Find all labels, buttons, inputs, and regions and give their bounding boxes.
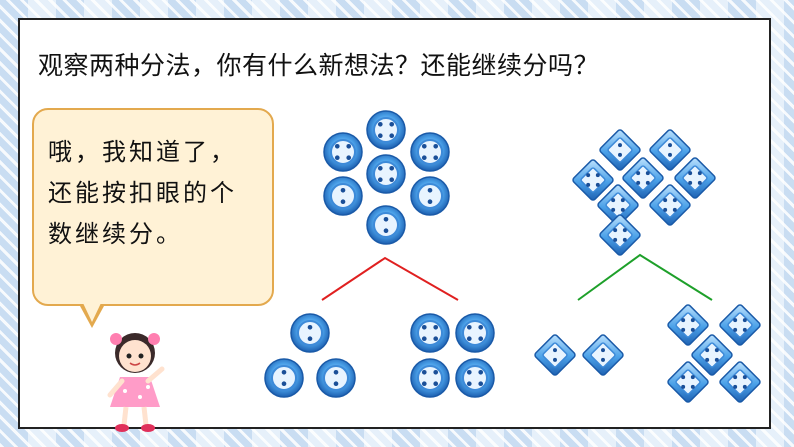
square-four-hole-button: [691, 334, 733, 376]
round-two-hole-button: [290, 313, 330, 353]
square-two-hole-button: [599, 129, 641, 171]
round-four-hole-button: [323, 132, 363, 172]
square-split-line: [577, 253, 713, 301]
round-four-hole-button: [410, 358, 450, 398]
speech-text: 哦，我知道了，还能按扣眼的个数继续分。: [48, 138, 237, 248]
round-two-hole-button: [323, 176, 363, 216]
square-four-hole-button: [667, 361, 709, 403]
square-four-hole-button: [622, 157, 664, 199]
square-four-hole-button: [667, 304, 709, 346]
speech-bubble: 哦，我知道了，还能按扣眼的个数继续分。: [32, 108, 274, 306]
round-two-hole-button: [264, 358, 304, 398]
square-four-hole-button: [719, 361, 761, 403]
speech-bubble-tail-fill: [83, 303, 101, 322]
round-four-hole-button: [455, 358, 495, 398]
round-four-hole-button: [410, 132, 450, 172]
round-split-line: [321, 256, 459, 301]
square-four-hole-button: [674, 157, 716, 199]
square-four-hole-button: [572, 159, 614, 201]
girl-illustration: [107, 333, 165, 432]
square-two-hole-button: [649, 129, 691, 171]
square-four-hole-button: [597, 184, 639, 226]
square-four-hole-button: [599, 214, 641, 256]
square-two-hole-button: [582, 334, 624, 376]
square-four-hole-button: [719, 304, 761, 346]
round-four-hole-button: [366, 154, 406, 194]
square-two-hole-button: [534, 334, 576, 376]
round-four-hole-button: [366, 110, 406, 150]
square-four-hole-button: [649, 184, 691, 226]
question-title: 观察两种分法，你有什么新想法？还能继续分吗？: [38, 51, 600, 80]
slide-panel: 观察两种分法，你有什么新想法？还能继续分吗？ 哦，我知道了，还能按扣眼的个数继续…: [18, 18, 771, 432]
round-four-hole-button: [410, 313, 450, 353]
round-two-hole-button: [366, 205, 406, 245]
round-two-hole-button: [410, 176, 450, 216]
round-four-hole-button: [455, 313, 495, 353]
round-two-hole-button: [316, 358, 356, 398]
